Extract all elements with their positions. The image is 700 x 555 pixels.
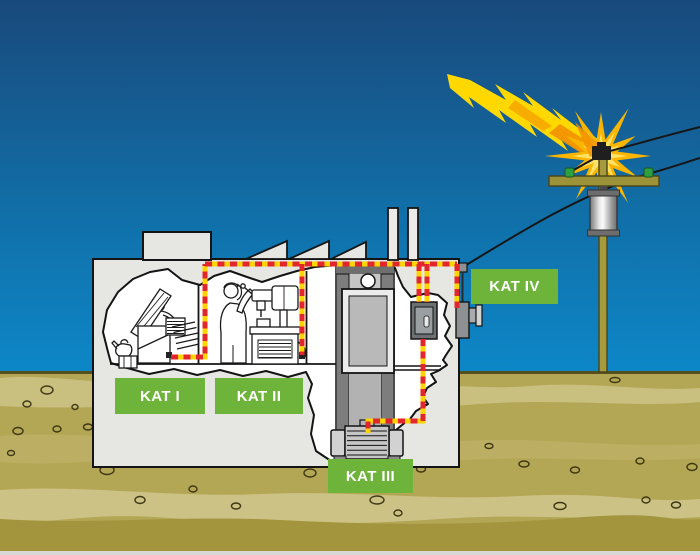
building — [92, 207, 483, 468]
service-entrance-icon — [455, 262, 483, 339]
roof-penthouse — [142, 231, 212, 261]
paper-tray-fins — [171, 321, 200, 350]
office-machine-icon — [130, 288, 200, 364]
face-shield — [236, 283, 243, 301]
chimney-icon — [387, 207, 419, 261]
sawtooth-roof — [245, 239, 367, 260]
wall-socket — [166, 352, 172, 358]
watering-can-icon — [111, 339, 133, 357]
zone-boundary-icon — [171, 261, 460, 433]
floor-line-right — [394, 365, 441, 371]
label-kat-3: KAT III — [328, 459, 413, 493]
ground-stones — [6, 376, 698, 517]
label-kat-2: KAT II — [215, 378, 303, 414]
wall-socket — [299, 352, 305, 359]
bottom-border-strip — [0, 551, 700, 555]
crossarm — [548, 175, 660, 187]
worker-icon — [219, 282, 255, 364]
distribution-wire-right-high — [609, 126, 700, 152]
utility-pole-icon — [548, 142, 660, 373]
insulator-icon — [643, 167, 654, 178]
label-kat-1: KAT I — [115, 378, 205, 414]
insulator-icon — [564, 167, 575, 178]
pulley-icon — [360, 273, 376, 289]
drill-press-scene — [219, 282, 307, 365]
storage-box-icon — [118, 355, 138, 369]
label-kat-4: KAT IV — [471, 269, 558, 304]
office-machine-scene — [111, 288, 200, 369]
fuse-box-icon — [410, 301, 438, 340]
drill-press-icon — [240, 283, 307, 365]
transformer-icon — [587, 189, 620, 237]
pole-cap — [592, 146, 611, 160]
